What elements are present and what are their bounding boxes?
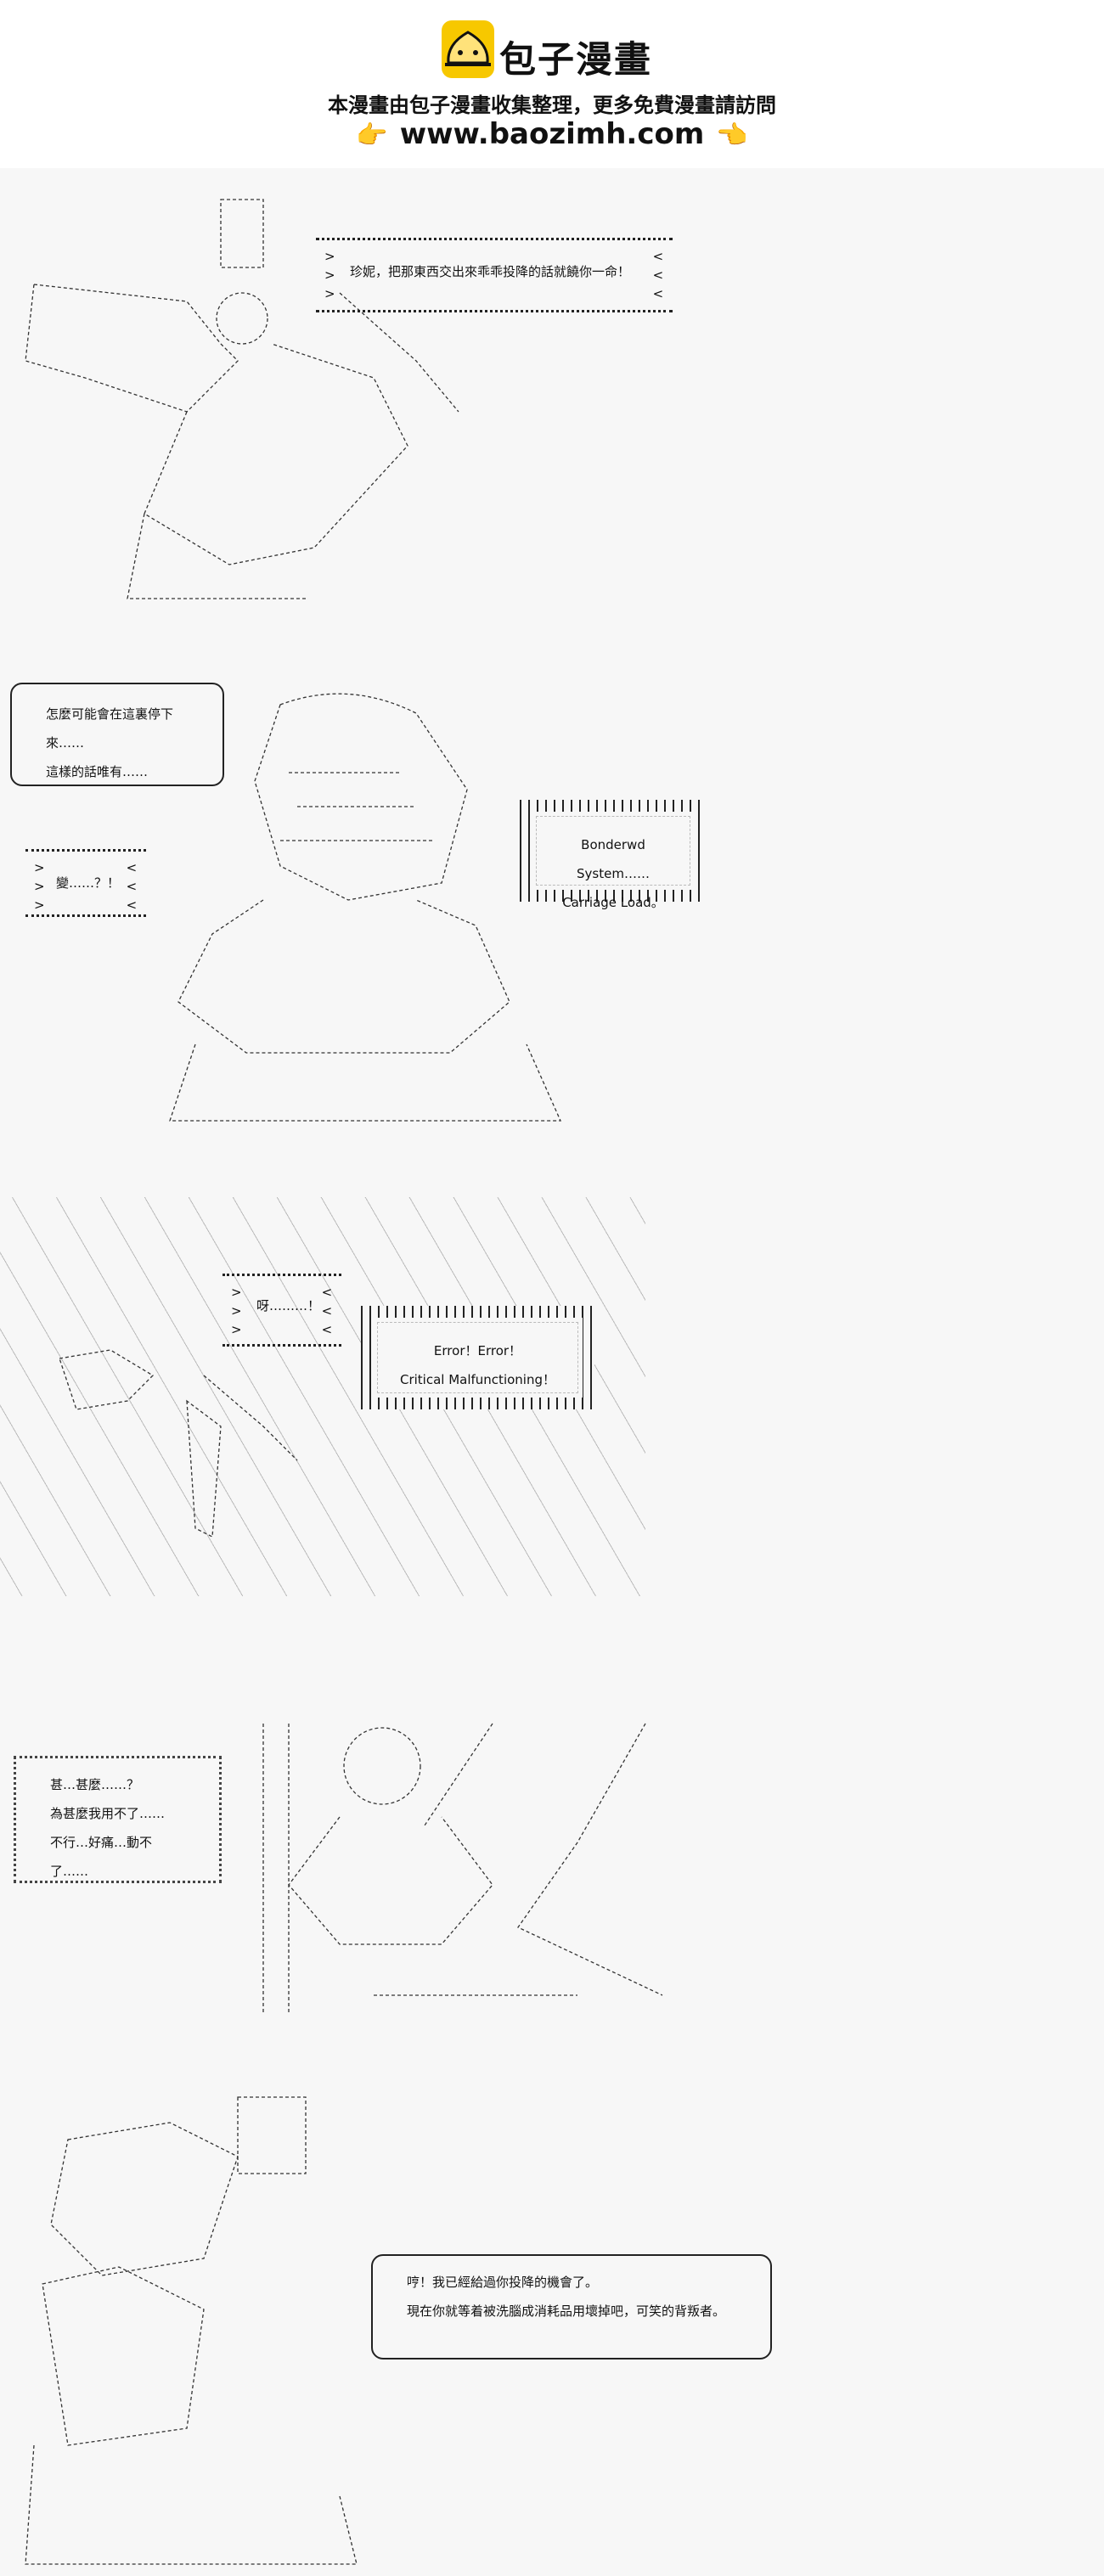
box-text: Error！Error！ [433, 1343, 522, 1358]
site-url-line[interactable]: 👉 www.baozimh.com 👈 [0, 117, 1104, 151]
box-text: 甚…甚麼……？ [50, 1777, 140, 1792]
brand-name: 包子漫畫 [499, 39, 652, 82]
panel-5: 哼！我已經給過你投降的機會了。 現在你就等着被洗腦成消耗品用壞掉吧，可笑的背叛者… [0, 2080, 1104, 2573]
panel-4: 甚…甚麼……？ 為甚麼我用不了…… 不行…好痛…動不了…… [0, 1664, 1104, 2021]
system-message-box: Bonderwd System…… Carriage Load。 [520, 800, 707, 910]
box-text: 不行…好痛…動不了…… [50, 1835, 153, 1879]
site-url-link[interactable]: www.baozimh.com [399, 117, 705, 151]
box-text: Bonderwd System…… [577, 837, 650, 881]
pointing-right-hand-icon: 👉 [356, 121, 388, 150]
ascii-art-falling-figure [42, 1325, 314, 1549]
speech-bubble: 怎麼可能會在這裏停下來…… 這樣的話唯有…… [10, 683, 224, 786]
speech-bubble-shout: 珍妮，把那東西交出來乖乖投降的話就饒你一命！ [316, 238, 673, 312]
slogan: 本漫畫由包子漫畫收集整理，更多免費漫畫請訪問 [328, 93, 776, 117]
ascii-art-restrained-figure [238, 1673, 679, 2024]
site-header: 包子漫畫 本漫畫由包子漫畫收集整理，更多免費漫畫請訪問 👉 www.baozimh… [0, 0, 1104, 168]
pointing-left-hand-icon: 👈 [716, 121, 748, 150]
ascii-art-mech-figure [161, 679, 586, 1141]
bubble-text: 哼！我已經給過你投降的機會了。 [407, 2275, 599, 2290]
box-text: Critical Malfunctioning！ [399, 1372, 555, 1387]
speech-bubble-shout: 呀………！ [222, 1274, 341, 1347]
bubble-text: 變……？！ [56, 875, 121, 891]
ascii-art-figure [17, 191, 476, 619]
bubble-text: 怎麼可能會在這裏停下來…… [46, 706, 174, 751]
speech-bubble: 哼！我已經給過你投降的機會了。 現在你就等着被洗腦成消耗品用壞掉吧，可笑的背叛者… [371, 2254, 772, 2359]
panel-1: 珍妮，把那東西交出來乖乖投降的話就饒你一命！ [0, 174, 1104, 616]
error-message-box: Error！Error！ Critical Malfunctioning！ [361, 1306, 594, 1409]
bubble-text: 呀………！ [256, 1298, 321, 1313]
ascii-art-commander-figure [17, 2089, 374, 2576]
bubble-text: 珍妮，把那東西交出來乖乖投降的話就饒你一命！ [350, 264, 631, 279]
thought-box: 甚…甚麼……？ 為甚麼我用不了…… 不行…好痛…動不了…… [14, 1756, 222, 1883]
baozi-logo-icon[interactable] [442, 20, 494, 78]
box-text: 為甚麼我用不了…… [50, 1806, 166, 1821]
bubble-text: 現在你就等着被洗腦成消耗品用壞掉吧，可笑的背叛者。 [407, 2303, 726, 2319]
panel-3: 呀………！ Error！Error！ Critical Malfunctioni… [0, 1197, 1104, 1596]
panel-2: 怎麼可能會在這裏停下來…… 這樣的話唯有…… 變……？！ Bonderwd Sy… [0, 671, 1104, 1138]
speech-bubble-shout: 變……？！ [25, 849, 146, 917]
box-text: Carriage Load。 [562, 895, 664, 910]
bubble-text: 這樣的話唯有…… [46, 764, 149, 779]
